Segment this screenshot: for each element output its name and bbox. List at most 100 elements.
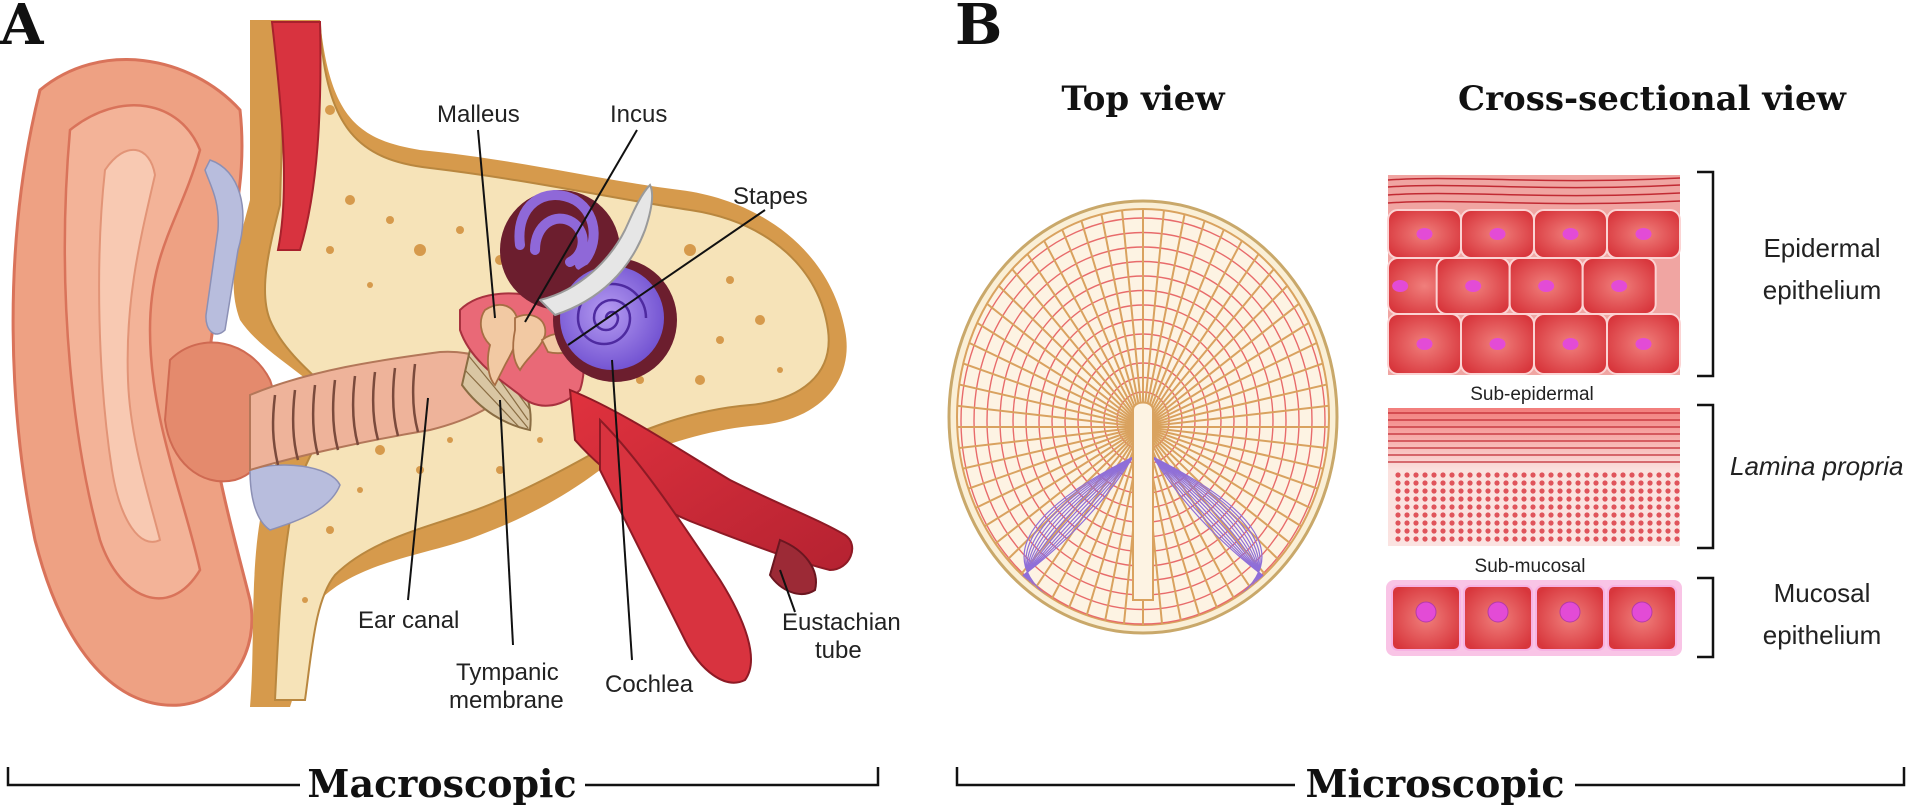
fibroblast-dot <box>1620 488 1626 494</box>
fibroblast-dot <box>1449 520 1455 526</box>
fibroblast-dot <box>1494 488 1500 494</box>
fibroblast-dot <box>1422 496 1428 502</box>
fibroblast-dot <box>1413 528 1419 534</box>
fibroblast-dot <box>1647 520 1653 526</box>
fibroblast-dot <box>1449 536 1455 542</box>
fibroblast-dot <box>1476 528 1482 534</box>
fibroblast-dot <box>1665 480 1671 486</box>
fibroblast-dot <box>1602 504 1608 510</box>
fibroblast-dot <box>1530 496 1536 502</box>
fibroblast-dot <box>1584 496 1590 502</box>
label-mucosal-line2: epithelium <box>1763 620 1882 650</box>
fibroblast-dot <box>1584 504 1590 510</box>
fibroblast-dot <box>1647 480 1653 486</box>
fibroblast-dot <box>1593 536 1599 542</box>
fibroblast-dot <box>1458 520 1464 526</box>
fibroblast-dot <box>1413 480 1419 486</box>
fibroblast-dot <box>1602 536 1608 542</box>
label-incus: Incus <box>610 101 667 128</box>
cell-nucleus <box>1559 601 1581 623</box>
fibroblast-dot <box>1647 536 1653 542</box>
fibroblast-dot <box>1413 496 1419 502</box>
cell-nucleus <box>1635 338 1652 350</box>
fibroblast-dot <box>1557 496 1563 502</box>
fibroblast-dot <box>1674 472 1680 478</box>
fibroblast-dot <box>1548 472 1554 478</box>
fibroblast-dot <box>1431 536 1437 542</box>
auditory-nerve <box>538 183 654 317</box>
fibroblast-dot <box>1440 496 1446 502</box>
label-ear-canal: Ear canal <box>358 607 459 634</box>
fibroblast-dot <box>1539 488 1545 494</box>
fibroblast-dot <box>1485 488 1491 494</box>
fibroblast-dot <box>1530 504 1536 510</box>
fibroblast-dot <box>1611 472 1617 478</box>
fibroblast-dot <box>1548 536 1554 542</box>
fibroblast-dot <box>1638 512 1644 518</box>
eustachian-tube-tip <box>768 538 817 595</box>
fibroblast-dot <box>1593 512 1599 518</box>
parabolic-fiber <box>1026 456 1134 598</box>
fibroblast-dot <box>1611 512 1617 518</box>
fibroblast-dot <box>1530 480 1536 486</box>
fibroblast-dot <box>1575 472 1581 478</box>
fibroblast-dot <box>1674 536 1680 542</box>
fibroblast-dot <box>1629 536 1635 542</box>
fibroblast-dot <box>1674 496 1680 502</box>
fibroblast-dot <box>1548 512 1554 518</box>
fibroblast-dot <box>1521 528 1527 534</box>
cell-nucleus <box>1415 601 1437 623</box>
fibroblast-dot <box>1440 504 1446 510</box>
fibroblast-dot <box>1539 472 1545 478</box>
fibroblast-dot <box>1503 512 1509 518</box>
fibroblast-dot <box>1476 504 1482 510</box>
fibroblast-dot <box>1584 472 1590 478</box>
fibroblast-dot <box>1566 520 1572 526</box>
fibroblast-dot <box>1467 504 1473 510</box>
fibroblast-dot <box>1566 472 1572 478</box>
fibroblast-dot <box>1548 528 1554 534</box>
top-view-title: Top view <box>1061 79 1225 119</box>
fibroblast-dot <box>1440 536 1446 542</box>
fibroblast-dot <box>1584 528 1590 534</box>
fibroblast-dot <box>1440 512 1446 518</box>
fibroblast-dot <box>1494 536 1500 542</box>
fibroblast-dot <box>1647 504 1653 510</box>
fibroblast-dot <box>1647 528 1653 534</box>
parabolic-fiber <box>1025 456 1134 598</box>
fibroblast-dot <box>1422 504 1428 510</box>
fibroblast-dot <box>1575 480 1581 486</box>
fibroblast-dot <box>1539 512 1545 518</box>
fibroblast-dot <box>1476 536 1482 542</box>
fibroblast-dot <box>1611 504 1617 510</box>
fibroblast-dot <box>1656 488 1662 494</box>
fibroblast-dot <box>1629 520 1635 526</box>
fibroblast-dot <box>1485 496 1491 502</box>
fibroblast-dot <box>1620 496 1626 502</box>
fibroblast-dot <box>1404 512 1410 518</box>
fibroblast-dot <box>1530 536 1536 542</box>
label-cochlea: Cochlea <box>605 671 694 698</box>
fibroblast-dot <box>1638 488 1644 494</box>
fibroblast-dot <box>1494 528 1500 534</box>
fibroblast-dot <box>1665 472 1671 478</box>
fibroblast-dot <box>1656 512 1662 518</box>
fibroblast-dot <box>1593 528 1599 534</box>
radial-fiber <box>1048 209 1144 428</box>
mucosal-cells <box>1391 585 1677 651</box>
fibroblast-dot <box>1593 520 1599 526</box>
ear-anatomy-illustration <box>11 20 854 707</box>
fibroblast-dot <box>1449 488 1455 494</box>
fibroblast-dot <box>1593 504 1599 510</box>
fibroblast-dot <box>1512 496 1518 502</box>
fibroblast-dot <box>1440 528 1446 534</box>
fibroblast-dot <box>1656 472 1662 478</box>
radial-fiber <box>957 279 1144 428</box>
radial-fiber <box>1142 279 1329 428</box>
fibroblast-dot <box>1674 512 1680 518</box>
label-epidermal-line1: Epidermal <box>1763 233 1880 263</box>
fibroblast-dot <box>1431 480 1437 486</box>
radial-fiber <box>1070 426 1144 625</box>
malleus-handle <box>1132 401 1154 601</box>
fibroblast-dot <box>1467 512 1473 518</box>
